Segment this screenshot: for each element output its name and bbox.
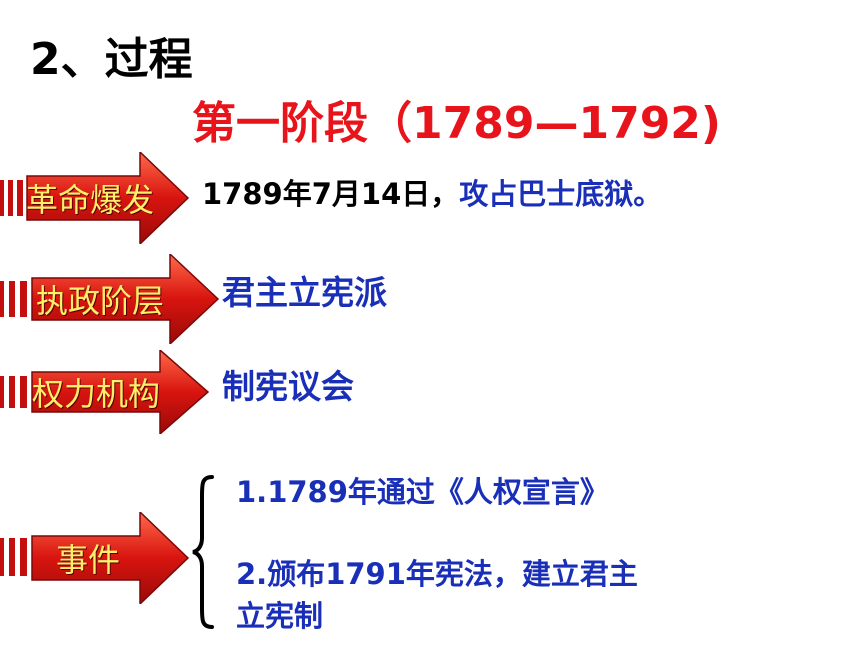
arrow-label: 权力机构 bbox=[32, 375, 161, 413]
arrow-shape-icon bbox=[0, 350, 210, 434]
curly-brace-icon bbox=[192, 475, 214, 629]
ruling-class-text: 君主立宪派 bbox=[222, 273, 387, 312]
arrow-shape-icon bbox=[0, 512, 190, 604]
arrow-label: 执政阶层 bbox=[36, 282, 165, 320]
event-item-2: 2.颁布1791年宪法，建立君主 bbox=[236, 557, 638, 591]
date-text: 1789年7月14日， bbox=[202, 177, 460, 211]
arrow-events: 事件 bbox=[0, 512, 190, 604]
section-title: 2、过程 bbox=[30, 34, 193, 85]
arrow-shape-icon bbox=[0, 254, 220, 344]
arrow-power-institution: 权力机构 bbox=[0, 350, 210, 434]
event-item-2-continued: 立宪制 bbox=[236, 599, 324, 633]
arrow-ruling-class: 执政阶层 bbox=[0, 254, 220, 344]
event-item-1: 1.1789年通过《人权宣言》 bbox=[236, 475, 609, 509]
arrow-shape-icon bbox=[0, 152, 190, 244]
arrow-label: 革命爆发 bbox=[26, 181, 155, 219]
row-content-revolution: 1789年7月14日，攻占巴士底狱。 bbox=[202, 180, 662, 209]
power-institution-text: 制宪议会 bbox=[222, 367, 354, 406]
arrow-revolution-outbreak: 革命爆发 bbox=[0, 152, 190, 244]
stage-title: 第一阶段（1789—1792) bbox=[192, 98, 722, 149]
arrow-label: 事件 bbox=[56, 541, 121, 579]
event-text: 攻占巴士底狱。 bbox=[459, 177, 663, 211]
